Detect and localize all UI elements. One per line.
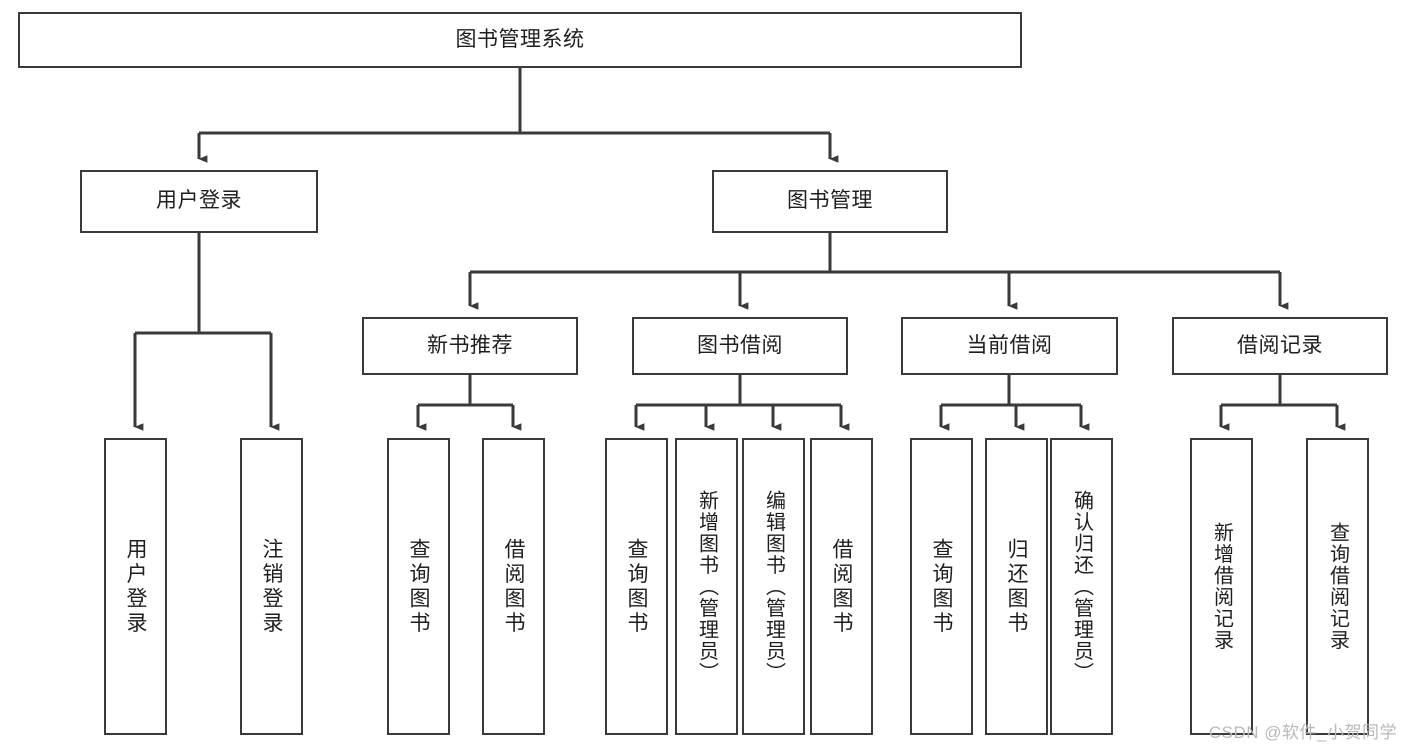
node-leaf-add-borrow-record[interactable]: 新增借阅记录 (1190, 438, 1253, 735)
new-book-recommend-to-leaves-connectors (416, 375, 522, 431)
root-to-level1-connectors (197, 68, 839, 163)
node-borrow-record[interactable]: 借阅记录 (1172, 317, 1388, 375)
node-user-login[interactable]: 用户登录 (80, 170, 318, 233)
borrow-record-to-leaves-connectors (1219, 375, 1346, 431)
node-leaf-user-login-label: 用户登录 (124, 537, 147, 636)
node-leaf-return-book-label: 归还图书 (1005, 537, 1028, 636)
node-leaf-query-borrow-record[interactable]: 查询借阅记录 (1306, 438, 1369, 735)
node-leaf-query-book-current[interactable]: 查询图书 (910, 438, 973, 735)
node-book-borrow-label: 图书借阅 (697, 333, 783, 357)
node-current-borrow[interactable]: 当前借阅 (901, 317, 1118, 375)
user-login-to-leaves-connectors (133, 233, 280, 431)
node-leaf-logout-label: 注销登录 (260, 537, 283, 636)
node-borrow-record-label: 借阅记录 (1237, 333, 1323, 357)
node-leaf-query-book-borrow[interactable]: 查询图书 (605, 438, 668, 735)
node-book-borrow[interactable]: 图书借阅 (632, 317, 848, 375)
node-leaf-confirm-return-label: 确认归还（管理员） (1070, 489, 1093, 684)
node-leaf-add-book[interactable]: 新增图书（管理员） (675, 438, 738, 735)
node-new-book-recommend[interactable]: 新书推荐 (362, 317, 578, 375)
node-leaf-confirm-return[interactable]: 确认归还（管理员） (1050, 438, 1113, 735)
node-leaf-add-borrow-record-label: 新增借阅记录 (1210, 522, 1233, 651)
node-root-system-label: 图书管理系统 (455, 27, 585, 51)
node-leaf-query-book-recommend-label: 查询图书 (407, 537, 430, 636)
current-borrow-to-leaves-connectors (939, 375, 1090, 431)
node-book-management[interactable]: 图书管理 (712, 170, 948, 233)
node-new-book-recommend-label: 新书推荐 (427, 333, 513, 357)
node-user-login-label: 用户登录 (156, 189, 242, 213)
node-leaf-borrow-book-recommend-label: 借阅图书 (502, 537, 525, 636)
node-leaf-borrow-book[interactable]: 借阅图书 (810, 438, 873, 735)
node-leaf-query-book-recommend[interactable]: 查询图书 (387, 438, 450, 735)
node-current-borrow-label: 当前借阅 (966, 333, 1053, 357)
node-leaf-add-book-label: 新增图书（管理员） (695, 489, 718, 684)
node-leaf-borrow-book-label: 借阅图书 (830, 537, 853, 636)
node-root-system[interactable]: 图书管理系统 (18, 12, 1022, 68)
book-management-to-level2-connectors (468, 233, 1289, 310)
node-leaf-borrow-book-recommend[interactable]: 借阅图书 (482, 438, 545, 735)
book-borrow-to-leaves-connectors (634, 375, 850, 431)
node-leaf-user-login[interactable]: 用户登录 (104, 438, 167, 735)
node-leaf-query-borrow-record-label: 查询借阅记录 (1326, 522, 1349, 651)
node-leaf-edit-book-label: 编辑图书（管理员） (762, 489, 785, 684)
node-leaf-return-book[interactable]: 归还图书 (985, 438, 1048, 735)
node-leaf-query-book-borrow-label: 查询图书 (625, 537, 648, 636)
node-leaf-query-book-current-label: 查询图书 (930, 537, 953, 636)
node-leaf-logout[interactable]: 注销登录 (240, 438, 303, 735)
node-leaf-edit-book[interactable]: 编辑图书（管理员） (742, 438, 805, 735)
node-book-management-label: 图书管理 (787, 189, 873, 213)
